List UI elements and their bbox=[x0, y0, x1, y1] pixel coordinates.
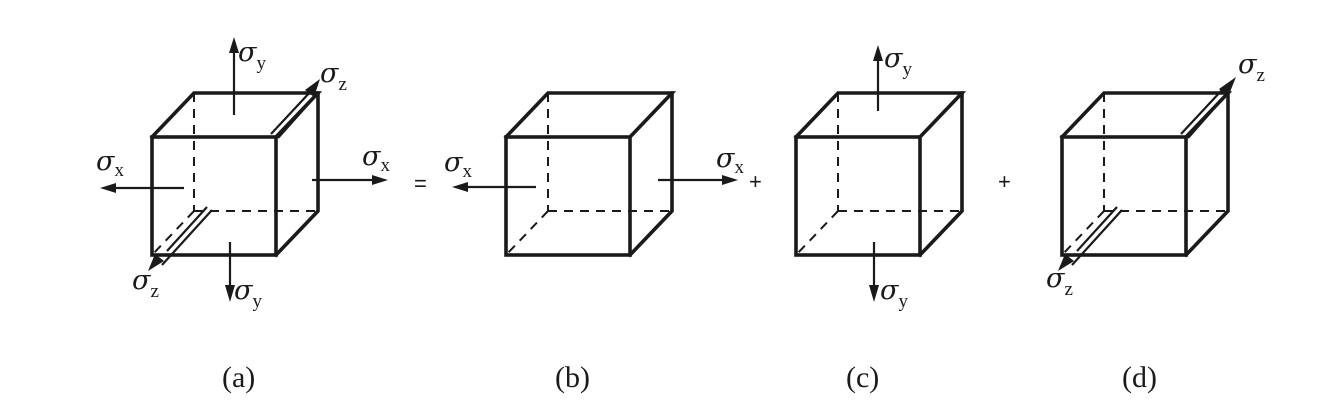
sigma-z-front-label-a: σz bbox=[132, 265, 159, 302]
plus-sign-1: + bbox=[749, 169, 762, 194]
caption-c: (c) bbox=[846, 361, 879, 394]
sigma-y-top-label-a: σy bbox=[238, 37, 266, 74]
sigma-z-back-label-d: σz bbox=[1238, 49, 1265, 86]
sigma-x-left-label-b: σx bbox=[444, 147, 472, 182]
caption-a: (a) bbox=[222, 361, 255, 394]
sigma-y-bottom-label-c: σy bbox=[880, 275, 908, 312]
panel-c: σy σy bbox=[794, 43, 964, 312]
cube-b bbox=[504, 91, 674, 257]
panel-d: σz σz bbox=[1046, 49, 1265, 300]
cube-c bbox=[794, 91, 964, 257]
panel-b: σx σx bbox=[444, 91, 744, 257]
sigma-z-front-label-d: σz bbox=[1046, 263, 1073, 300]
caption-d: (d) bbox=[1122, 361, 1157, 394]
sigma-y-top-label-c: σy bbox=[884, 43, 912, 80]
sigma-z-back-label-a: σz bbox=[320, 58, 347, 95]
caption-b: (b) bbox=[555, 361, 590, 394]
panel-a: σy σy σx σx σz σz bbox=[96, 37, 390, 312]
sigma-x-left-label-a: σx bbox=[96, 146, 124, 181]
sigma-x-right-label-a: σx bbox=[362, 141, 390, 176]
cube-a bbox=[150, 91, 320, 257]
cube-d bbox=[1060, 91, 1230, 257]
equals-sign: = bbox=[414, 171, 427, 196]
sigma-y-bottom-label-a: σy bbox=[234, 275, 262, 312]
plus-sign-2: + bbox=[998, 169, 1011, 194]
sigma-x-right-label-b: σx bbox=[716, 143, 744, 178]
